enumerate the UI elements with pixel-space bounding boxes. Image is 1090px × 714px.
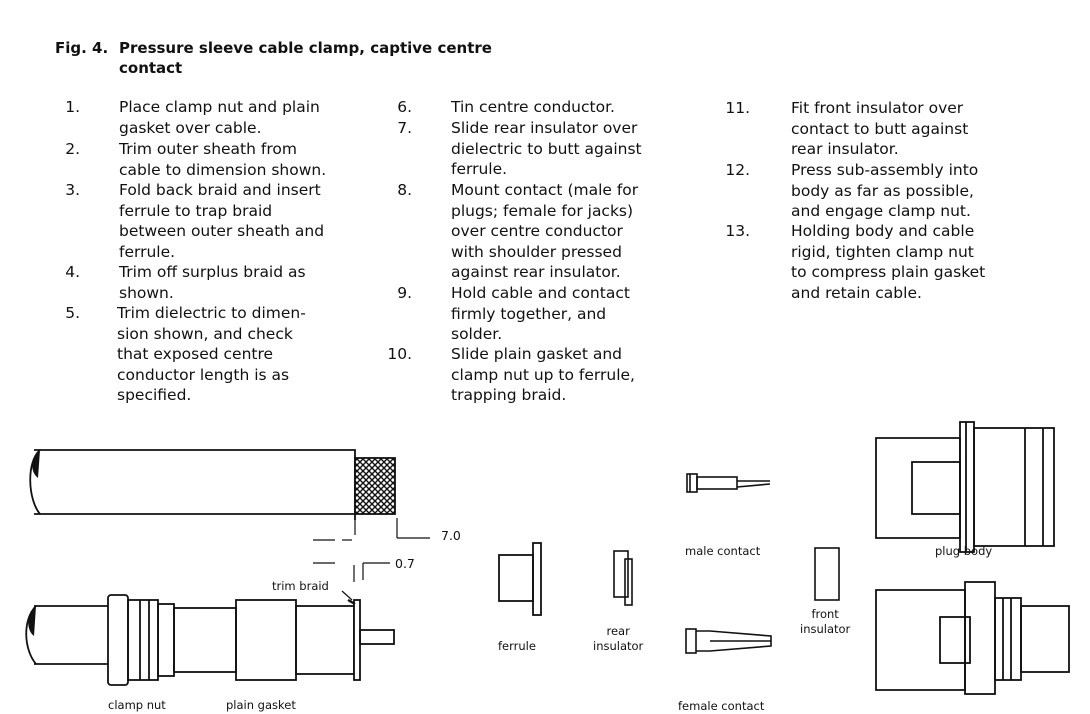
step-text: Mount contact (male for plugs; female fo…	[451, 181, 639, 281]
jack-body-drawing	[875, 581, 1070, 695]
step-text: Trim dielectric to dimen- sion shown, an…	[117, 304, 306, 404]
label-front-insulator: front insulator	[800, 607, 851, 636]
label-ferrule: ferrule	[498, 639, 536, 653]
male-contact-drawing	[686, 473, 771, 493]
label-female-contact: female contact	[678, 699, 765, 713]
figure-title: Fig. 4. Pressure sleeve cable clamp, capt…	[55, 38, 492, 78]
ferrule-drawing	[498, 542, 542, 616]
female-contact-drawing	[685, 628, 772, 654]
dimension-label-7-0: 7.0	[441, 528, 461, 543]
dimension-7-0	[354, 518, 430, 539]
stripped-cable-drawing	[29, 449, 396, 520]
step-text: Trim off surplus braid as shown.	[119, 263, 306, 302]
step-text: Slide rear insulator over dielectric to …	[451, 119, 642, 178]
step-number: 11.	[725, 99, 750, 117]
label-male-contact: male contact	[685, 544, 761, 558]
step-number: 5.	[65, 304, 80, 322]
step-number: 13.	[725, 222, 750, 240]
figure-number: Fig. 4.	[55, 39, 109, 57]
step-text: Trim outer sheath from cable to dimensio…	[119, 140, 327, 179]
label-trim-braid: trim braid	[272, 579, 329, 593]
step-text: Press sub-assembly into body as far as p…	[791, 161, 979, 220]
step-number: 12.	[725, 161, 750, 179]
step-text: Fit front insulator over contact to butt…	[791, 99, 969, 158]
dimension-0-7	[313, 539, 390, 582]
step-number: 6.	[397, 98, 412, 116]
step-number: 3.	[65, 181, 80, 199]
step-text: Fold back braid and insert ferrule to tr…	[119, 181, 325, 261]
step-number: 9.	[397, 284, 412, 302]
label-clamp-nut: clamp nut	[108, 698, 166, 712]
front-insulator-drawing	[814, 547, 840, 601]
step-number: 8.	[397, 181, 412, 199]
dimension-label-0-7: 0.7	[395, 556, 415, 571]
step-number: 7.	[397, 119, 412, 137]
step-text: Hold cable and contact firmly together, …	[451, 284, 630, 343]
step-number: 4.	[65, 263, 80, 281]
rear-insulator-drawing	[613, 550, 633, 606]
step-number: 10.	[387, 345, 412, 363]
label-plug-body: plug body	[935, 544, 993, 558]
step-text: Tin centre conductor.	[451, 98, 615, 116]
step-text: Place clamp nut and plain gasket over ca…	[119, 98, 320, 137]
step-text: Holding body and cable rigid, tighten cl…	[791, 222, 986, 302]
figure-title-line2: contact	[119, 59, 183, 77]
figure-title-line1: Pressure sleeve cable clamp, captive cen…	[119, 39, 492, 57]
step-number: 1.	[65, 98, 80, 116]
step-number: 2.	[65, 140, 80, 158]
trim-braid-leader	[341, 590, 353, 601]
label-rear-insulator: rear insulator	[593, 624, 644, 653]
step-text: Slide plain gasket and clamp nut up to f…	[451, 345, 635, 404]
plug-body-drawing	[875, 421, 1055, 553]
assembled-cable-drawing	[25, 594, 395, 686]
label-plain-gasket: plain gasket	[226, 698, 296, 712]
